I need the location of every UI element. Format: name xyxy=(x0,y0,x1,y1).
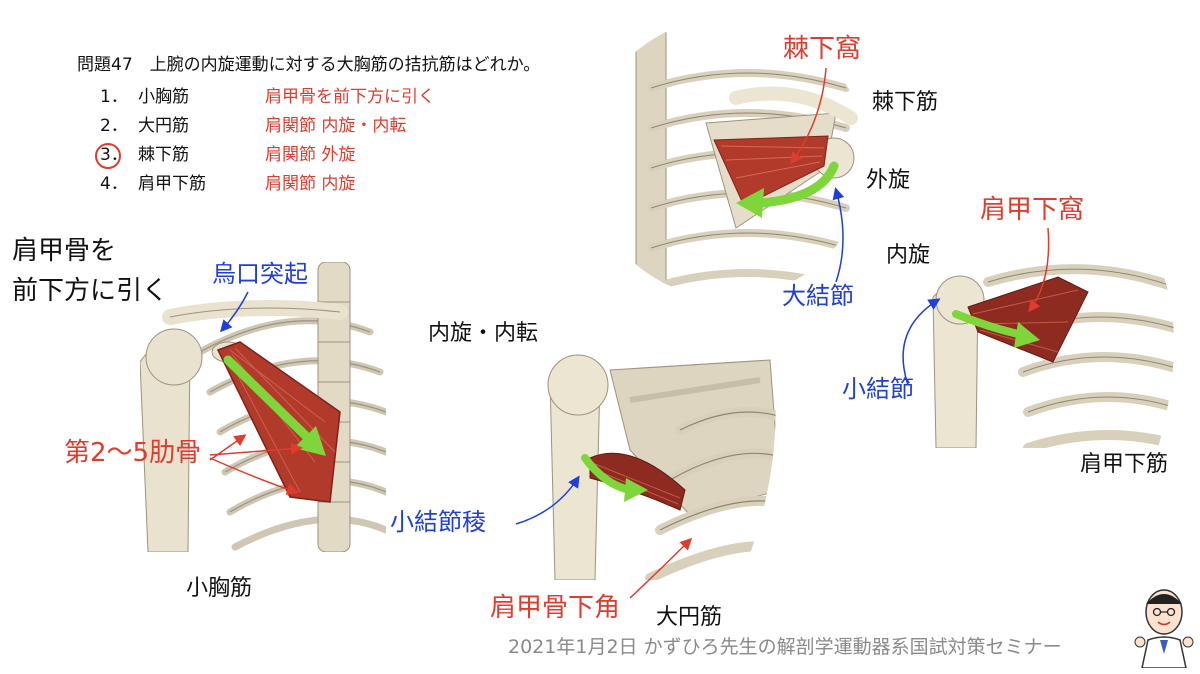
option-description: 肩関節 内旋 xyxy=(265,174,356,194)
subscapularis-illustration xyxy=(928,258,1174,448)
ribs-2-5-label: 第2〜5肋骨 xyxy=(64,438,202,468)
subscapularis-action: 内旋 xyxy=(886,243,931,268)
teres-major-action: 内旋・内転 xyxy=(428,321,539,346)
infraspinatus-illustration xyxy=(596,28,858,298)
footer-credit: 2021年1月2日 かずひろ先生の解剖学運動器系国試対策セミナー xyxy=(508,636,1062,658)
option-number: 4． xyxy=(100,174,128,194)
option-description: 肩甲骨を前下方に引く xyxy=(265,87,435,107)
greater-tubercle-label: 大結節 xyxy=(782,282,854,310)
option-name: 大円筋 xyxy=(138,116,189,136)
pec-minor-action-line2: 前下方に引く xyxy=(12,276,169,306)
teres-major-name: 大円筋 xyxy=(656,605,723,630)
option-number: 1． xyxy=(100,87,128,107)
answer-circle-icon xyxy=(95,143,121,169)
option-number: 3． xyxy=(100,145,128,165)
lesser-tubercle-label: 小結節 xyxy=(842,375,914,403)
infraspinatus-action: 外旋 xyxy=(866,168,911,193)
pectoralis-minor-illustration xyxy=(140,262,386,552)
avatar xyxy=(1134,589,1194,668)
pec-minor-action-line1: 肩甲骨を xyxy=(12,236,117,266)
teres-major-illustration xyxy=(540,340,776,580)
inferior-angle-of-scapula-label: 肩甲骨下角 xyxy=(490,593,621,623)
option-name: 肩甲下筋 xyxy=(138,174,206,194)
infraspinatus-name: 棘下筋 xyxy=(872,90,939,115)
question-title: 問題47 上腕の内旋運動に対する大胸筋の拮抗筋はどれか。 xyxy=(77,55,541,75)
option-description: 肩関節 内旋・内転 xyxy=(265,116,407,136)
infraspinous-fossa-label: 棘下窩 xyxy=(783,34,862,64)
option-name: 小胸筋 xyxy=(138,87,189,107)
pec-minor-name: 小胸筋 xyxy=(186,576,253,601)
crest-of-lesser-tubercle-label: 小結節稜 xyxy=(390,508,486,536)
option-description: 肩関節 外旋 xyxy=(265,145,356,165)
subscapular-fossa-label: 肩甲下窩 xyxy=(980,195,1085,225)
coracoid-process-label: 烏口突起 xyxy=(212,260,308,288)
option-number: 2． xyxy=(100,116,128,136)
option-name: 棘下筋 xyxy=(138,145,189,165)
subscapularis-name: 肩甲下筋 xyxy=(1080,452,1169,477)
